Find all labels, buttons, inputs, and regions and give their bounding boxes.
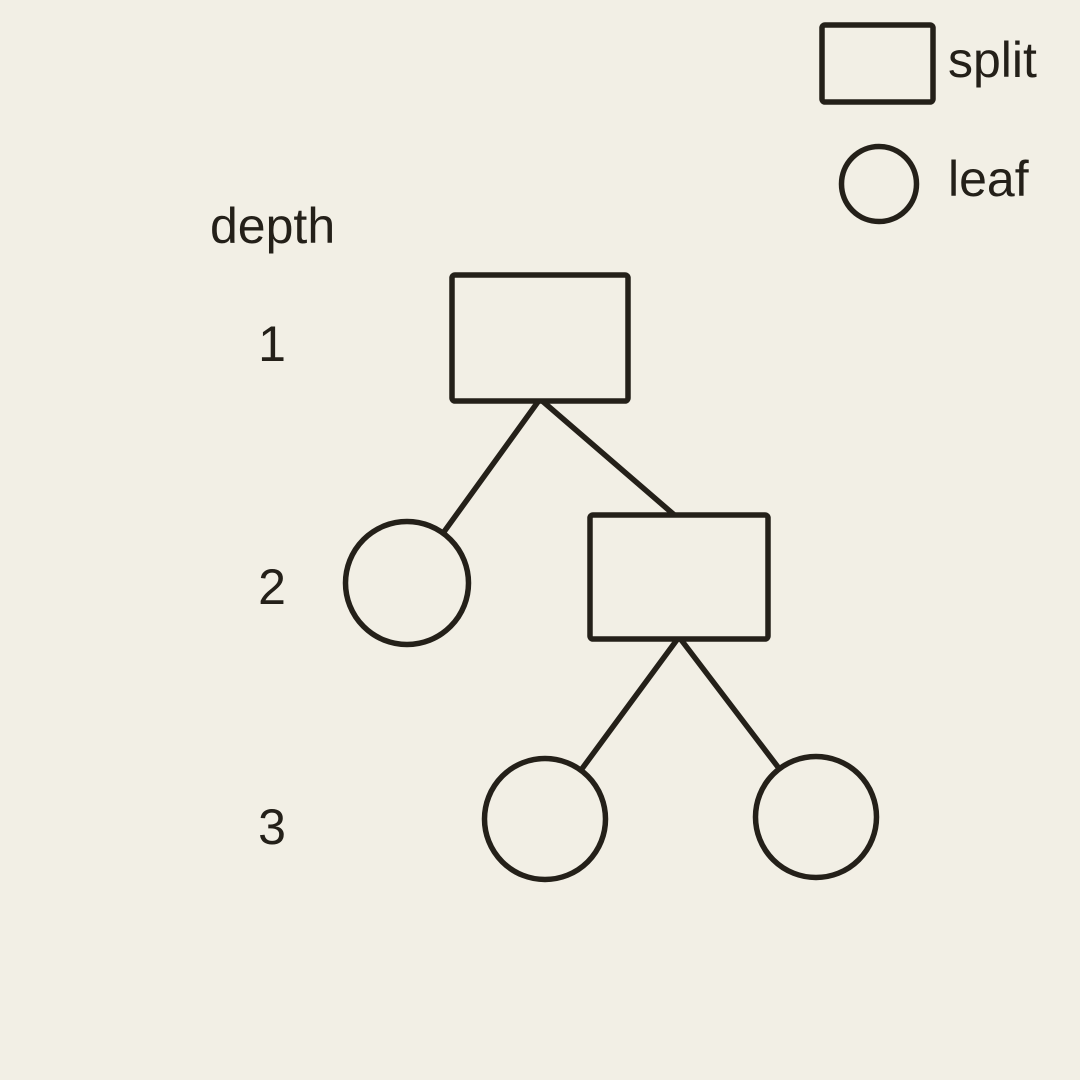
leaf-node-depth2-left: [342, 518, 472, 648]
depth-level-3-label: 3: [258, 799, 286, 855]
legend-leaf-shape: [838, 143, 920, 225]
depth-axis: depth 1 2 3: [210, 198, 335, 855]
tree-nodes: [342, 272, 880, 883]
legend-leaf-label: leaf: [948, 151, 1029, 207]
split-node-root: [449, 272, 631, 404]
edge-root-to-right-split: [537, 396, 682, 522]
split-node-depth2-right: [587, 512, 771, 642]
depth-level-2-label: 2: [258, 559, 286, 615]
depth-level-1-label: 1: [258, 316, 286, 372]
legend: split leaf: [819, 22, 1037, 225]
depth-axis-title: depth: [210, 198, 335, 254]
legend-split-shape: [819, 22, 936, 105]
leaf-node-depth3-left: [481, 755, 609, 883]
legend-split-label: split: [948, 32, 1037, 88]
leaf-node-depth3-right: [752, 753, 880, 881]
